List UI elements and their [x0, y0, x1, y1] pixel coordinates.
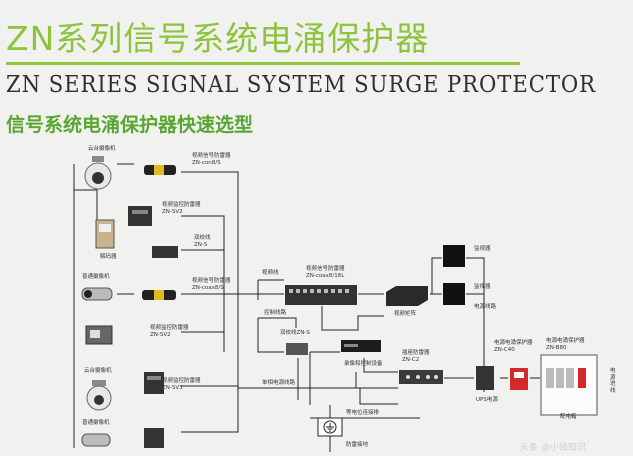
label-video-matrix: 视频矩阵 [394, 311, 417, 317]
label-ups: UPS电源 [476, 397, 498, 403]
label-normal-camera-2: 普通摄像机 [82, 420, 110, 426]
title-cn: ZN系列信号系统电涌保护器 [6, 19, 430, 58]
subtitle: 信号系统电涌保护器快速选型 [6, 114, 254, 136]
label-ptz-camera-1: 云台摄像机 [88, 146, 116, 152]
label-single-phase: 单相电源线路 [262, 380, 296, 386]
spd-icon [142, 370, 168, 398]
video-matrix-icon [384, 282, 430, 308]
label-decoder: 解码器 [100, 254, 117, 260]
decoder-icon [94, 218, 118, 252]
bullet-camera-2-icon [80, 430, 114, 452]
ptz-camera-1-icon [80, 154, 116, 190]
twisted-pair-spd-icon [284, 340, 312, 358]
label-twisted-pair-2: 双绞线ZN-S [280, 330, 310, 336]
distribution-box-icon [540, 354, 600, 420]
label-ptz-camera-2: 云台摄像机 [84, 368, 112, 374]
power-spd-c40-icon [508, 364, 532, 394]
monitor-1-icon [442, 244, 466, 270]
ground-icon [317, 417, 343, 437]
ups-icon [474, 364, 498, 394]
spd-icon [126, 204, 156, 230]
camera-box-1-icon [84, 322, 114, 348]
title-rule [6, 62, 520, 65]
bullet-camera-1-icon [80, 282, 116, 308]
monitor-2-icon [442, 282, 466, 308]
label-power-incoming: 电源进线 [610, 368, 616, 394]
title-en: ZN SERIES SIGNAL SYSTEM SURGE PROTECTOR [6, 72, 596, 98]
spd-icon [142, 426, 166, 450]
label-recorder: 录像和控制设备 [344, 361, 383, 367]
ptz-camera-2-icon [82, 378, 116, 412]
label-video-line: 视频线 [262, 270, 279, 276]
label-distribution-box: 配电箱 [560, 414, 577, 420]
label-grounding: 防雷接地 [346, 442, 369, 448]
spd-icon [142, 158, 180, 182]
power-strip-spd-icon [398, 366, 446, 390]
label-equipotential: 等电位连接排 [346, 410, 380, 416]
label-monitor-2: 监视器 [474, 284, 491, 290]
spd-icon [150, 242, 180, 262]
watermark: 头条 @小钱知识 [520, 443, 586, 453]
label-monitor-1: 监视器 [474, 246, 491, 252]
label-power-line-right: 电源线路 [474, 304, 497, 310]
spd-icon [140, 284, 180, 306]
label-normal-camera-1: 普通摄像机 [82, 274, 110, 280]
label-control-line: 控制线路 [264, 310, 287, 316]
main-spd-icon [284, 284, 360, 306]
recorder-icon [340, 336, 382, 356]
